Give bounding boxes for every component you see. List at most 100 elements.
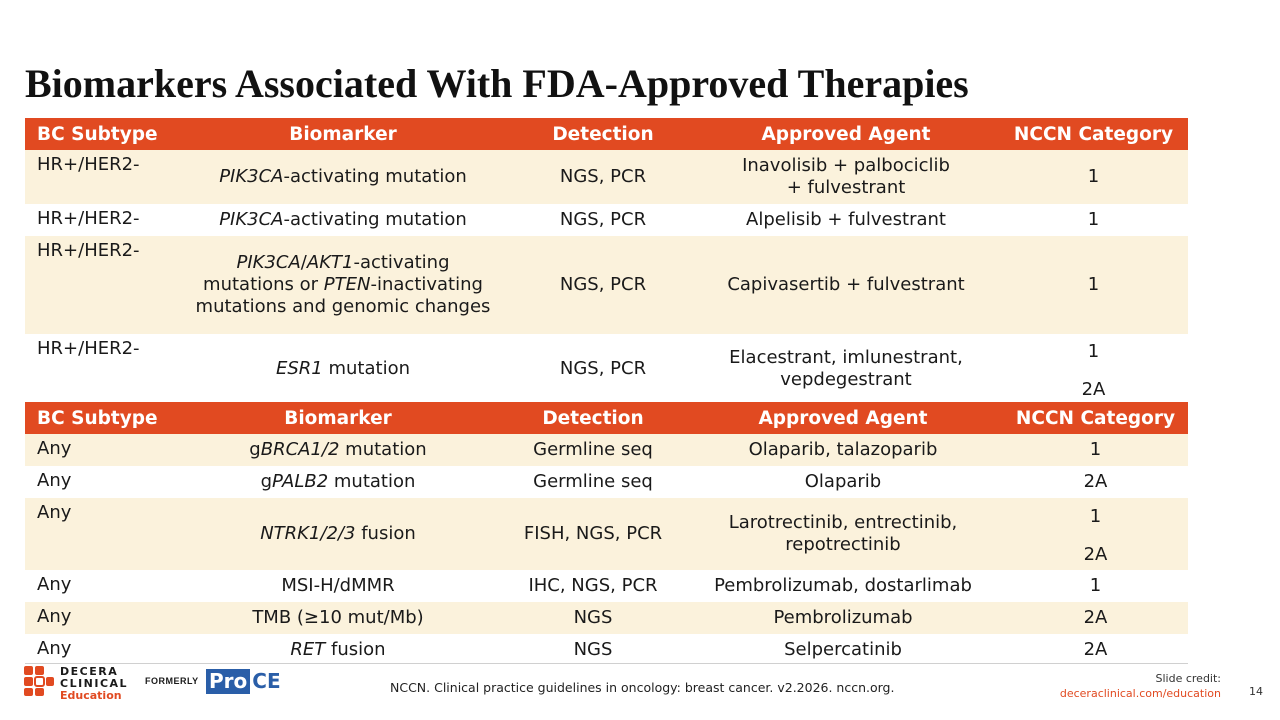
subtype-cell: Any — [37, 638, 72, 659]
gene-name: PTEN — [323, 274, 371, 295]
table-header-row: BC Subtype Biomarker Detection Approved … — [25, 118, 1188, 150]
gene-name: NTRK1/2/3 — [260, 523, 356, 544]
nccn-cell: 1 — [1089, 575, 1102, 596]
agent-cell: Pembrolizumab, dostarlimab — [714, 575, 972, 596]
agent-cell: Pembrolizumab — [683, 602, 1003, 634]
detection-cell: FISH, NGS, PCR — [503, 498, 683, 570]
biomarker-text: -inactivating mutations and genomic chan… — [195, 274, 491, 317]
biomarker-cell: gBRCA1/2 mutation — [173, 434, 503, 466]
subtype-cell: Any — [25, 434, 173, 466]
slide-credit: Slide credit: deceraclinical.com/educati… — [1060, 671, 1221, 701]
biomarker-cell: PIK3CA-activating mutation — [173, 150, 513, 204]
nccn-cell: 1 — [1087, 209, 1100, 230]
biomarker-text: mutation — [339, 439, 427, 460]
table-row: Any TMB (≥10 mut/Mb) NGS Pembrolizumab 2… — [25, 602, 1188, 634]
gene-name: PALB2 — [272, 471, 329, 492]
biomarker-cell: gPALB2 mutation — [173, 466, 503, 498]
biomarker-text: fusion — [325, 639, 386, 660]
table-row: Any gPALB2 mutation Germline seq Olapari… — [25, 466, 1188, 498]
table-row: Any NTRK1/2/3 fusion FISH, NGS, PCR Laro… — [25, 498, 1188, 570]
table-row: Any RET fusion NGS Selpercatinib 2A — [25, 634, 1188, 666]
header-approved-agent: Approved Agent — [693, 118, 999, 150]
nccn-value: 1 — [1089, 506, 1102, 527]
nccn-cell: 1 — [999, 150, 1188, 204]
biomarker-cell: ESR1 mutation — [173, 334, 513, 404]
biomarker-prefix: g — [260, 471, 273, 492]
subtype-cell: HR+/HER2- — [37, 338, 140, 359]
nccn-cell: 1 — [999, 236, 1188, 334]
table-row: HR+/HER2- PIK3CA-activating mutation NGS… — [25, 204, 1188, 236]
gene-name: PIK3CA — [219, 166, 284, 187]
biomarker-text: mutation — [328, 471, 416, 492]
header-biomarker: Biomarker — [173, 402, 503, 434]
gene-name: RET — [290, 639, 326, 660]
header-bc-subtype: BC Subtype — [25, 118, 173, 150]
proce-logo-pro: Pro — [206, 669, 251, 694]
subtype-cell: HR+/HER2- — [25, 236, 173, 334]
proce-logo: Pro CE — [206, 669, 281, 694]
table-row: Any MSI-H/dMMR IHC, NGS, PCR Pembrolizum… — [25, 570, 1188, 602]
header-detection: Detection — [513, 118, 693, 150]
agent-cell: Capivasertib + fulvestrant — [693, 236, 999, 334]
subtype-cell: Any — [37, 574, 72, 595]
agent-cell: Larotrectinib, entrectinib, repotrectini… — [683, 498, 1003, 570]
formerly-label: FORMERLY — [145, 676, 199, 686]
page-number: 14 — [1249, 685, 1263, 698]
subtype-cell: HR+/HER2- — [25, 150, 173, 204]
nccn-cell: 2A — [1083, 639, 1108, 660]
nccn-cell: 2A — [1083, 471, 1108, 492]
table-row: HR+/HER2- ESR1 mutation NGS, PCR Elacest… — [25, 334, 1188, 404]
subtype-cell: Any — [25, 498, 173, 570]
table-row: HR+/HER2- PIK3CA/AKT1-activating mutatio… — [25, 236, 1188, 334]
table-row: Any gBRCA1/2 mutation Germline seq Olapa… — [25, 434, 1188, 466]
agent-cell: Elacestrant, imlunestrant, vepdegestrant — [729, 347, 963, 390]
nccn-cell: 2A — [1003, 602, 1188, 634]
detection-cell: NGS, PCR — [559, 209, 647, 230]
logo-line1: DECERA — [60, 665, 119, 678]
detection-cell: NGS, PCR — [513, 150, 693, 204]
detection-cell: NGS, PCR — [559, 358, 647, 379]
gene-name: PIK3CA — [236, 252, 301, 273]
gene-name: ESR1 — [276, 358, 323, 379]
detection-cell: Germline seq — [503, 434, 683, 466]
subtype-cell: HR+/HER2- — [37, 208, 140, 229]
biomarker-table-any: BC Subtype Biomarker Detection Approved … — [25, 402, 1188, 666]
subtype-cell: Any — [37, 470, 72, 491]
detection-cell: NGS, PCR — [513, 236, 693, 334]
agent-cell: Olaparib — [804, 471, 882, 492]
header-detection: Detection — [503, 402, 683, 434]
biomarker-cell: TMB (≥10 mut/Mb) — [173, 602, 503, 634]
credit-link[interactable]: deceraclinical.com/education — [1059, 687, 1221, 700]
logo-line3: Education — [60, 689, 122, 702]
nccn-value: 1 — [1087, 341, 1100, 362]
subtype-cell: Any — [25, 602, 173, 634]
detection-cell: NGS — [573, 639, 613, 660]
agent-cell: Selpercatinib — [784, 639, 902, 660]
header-biomarker: Biomarker — [173, 118, 513, 150]
biomarker-cell: PIK3CA/AKT1-activating mutations or PTEN… — [173, 236, 513, 334]
decera-logo-icon — [24, 666, 54, 696]
separator: / — [300, 252, 307, 273]
gene-name: BRCA1/2 — [260, 439, 340, 460]
biomarker-cell: MSI-H/dMMR — [281, 575, 395, 596]
biomarker-cell: PIK3CA-activating mutation — [173, 204, 513, 236]
logo-line2: CLINICAL — [60, 677, 129, 690]
gene-name: AKT1 — [306, 252, 354, 273]
credit-label: Slide credit: — [1155, 672, 1222, 685]
header-approved-agent: Approved Agent — [683, 402, 1003, 434]
agent-cell: Inavolisib + palbociclib + fulvestrant — [693, 150, 999, 204]
biomarker-cell: RET fusion — [173, 634, 503, 666]
header-nccn-category: NCCN Category — [999, 118, 1188, 150]
table-header-row: BC Subtype Biomarker Detection Approved … — [25, 402, 1188, 434]
decera-logo-text: DECERA CLINICAL Education — [60, 666, 128, 702]
detection-cell: IHC, NGS, PCR — [528, 575, 658, 596]
table-row: HR+/HER2- PIK3CA-activating mutation NGS… — [25, 150, 1188, 204]
proce-logo-ce: CE — [252, 669, 281, 693]
gene-name: PIK3CA — [219, 209, 284, 230]
biomarker-cell: NTRK1/2/3 fusion — [173, 498, 503, 570]
biomarker-text: -activating mutation — [283, 209, 467, 230]
biomarker-prefix: g — [249, 439, 261, 460]
biomarker-text: -activating mutations or — [203, 252, 450, 295]
